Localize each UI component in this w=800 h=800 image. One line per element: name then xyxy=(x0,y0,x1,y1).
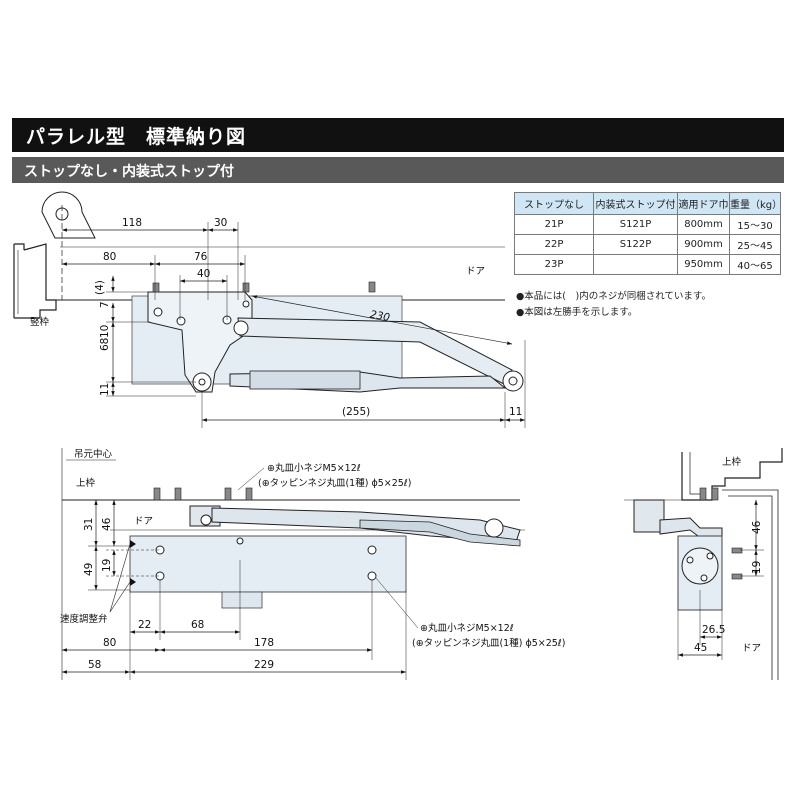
dim-31: 31 xyxy=(83,518,95,531)
side-view-dimensions xyxy=(677,500,764,660)
subheader-bar: ストップなし・内装式ストップ付 xyxy=(12,157,784,183)
dim-178: 178 xyxy=(254,637,274,649)
note-included-screws: ●本品には( )内のネジが同梱されています。 xyxy=(516,291,711,302)
top-view: 竪枠 ドア xyxy=(13,191,526,428)
dim-46: 46 xyxy=(101,517,113,531)
side-screw-studs xyxy=(699,487,719,501)
side-dim-26-5: 26.5 xyxy=(702,624,725,636)
screw-note-top-1: ⊕丸皿小ネジM5×12ℓ xyxy=(267,462,361,474)
dim-22: 22 xyxy=(138,619,151,631)
pivot-center-label: 吊元中心 xyxy=(74,448,113,460)
dim-7: 7 xyxy=(99,301,111,308)
dim-229: 229 xyxy=(254,659,274,671)
closer-body-front xyxy=(129,535,407,593)
pivot-bracket xyxy=(41,191,96,300)
side-dim-19: 19 xyxy=(751,561,763,574)
speed-valve-label: 速度調整弁 xyxy=(60,613,108,625)
side-dim-46: 46 xyxy=(751,520,763,534)
table-header-cell: 重量（kg） xyxy=(729,192,782,215)
side-pinion-circle xyxy=(681,547,719,585)
section-title: ストップなし・内装式ストップ付 xyxy=(24,164,234,180)
door-label-front: ドア xyxy=(134,516,153,527)
dim-80: 80 xyxy=(103,251,116,263)
screw-note-top-2: (⊕タッピンネジ丸皿(1種) ϕ5×25ℓ) xyxy=(258,477,411,489)
joint-circle xyxy=(198,378,206,386)
dim-58: 58 xyxy=(88,659,101,671)
dim-118: 118 xyxy=(122,217,142,229)
dim-10: 10 xyxy=(99,325,111,338)
front-joint xyxy=(200,514,212,526)
front-view: 吊元中心 上枠 ドア 速度調整弁 ⊕丸皿小ネジM5×12ℓ xyxy=(60,448,565,680)
top-frame-label: 上枠 xyxy=(76,477,96,489)
table-cell: 40～65 xyxy=(729,254,781,275)
dim-76: 76 xyxy=(194,251,208,263)
frame-label: 竪枠 xyxy=(30,316,50,328)
dim-11b: 11 xyxy=(509,406,522,418)
joint-circle xyxy=(508,376,518,386)
screw-note-bottom-2: (⊕タッピンネジ丸皿(1種) ϕ5×25ℓ) xyxy=(412,637,565,649)
spec-table: ストップなし 内装式ストップ付 適用ドア巾 重量（kg） 21P S121P 8… xyxy=(514,192,782,275)
dim-19: 19 xyxy=(101,559,113,572)
dim-80-front: 80 xyxy=(103,637,116,649)
page-title: パラレル型 標準納り図 xyxy=(26,126,247,148)
table-header-cell: ストップなし xyxy=(514,192,594,215)
side-door-label: ドア xyxy=(742,643,761,654)
dim-68-front: 68 xyxy=(191,619,204,631)
bracket-screws-front xyxy=(153,487,253,501)
table-cell: 950mm xyxy=(677,254,730,275)
screw-studs xyxy=(152,281,376,293)
dim-30: 30 xyxy=(214,217,227,229)
table-row: 23P 950mm 40～65 xyxy=(514,254,781,275)
note-left-hand: ●本図は左勝手を示します。 xyxy=(516,307,638,318)
side-top-frame-label: 上枠 xyxy=(722,456,742,468)
dim-230: 230 xyxy=(369,309,391,324)
front-view-dimensions xyxy=(62,500,407,680)
dim-40: 40 xyxy=(197,268,210,280)
side-top-frame xyxy=(681,448,783,680)
table-header-cell: 内装式ストップ付 xyxy=(593,192,678,215)
dim-11: 11 xyxy=(99,383,111,396)
vertical-frame xyxy=(13,243,57,319)
side-mount-holes xyxy=(686,552,714,582)
side-view: 上枠 46 19 26.5 45 ドア xyxy=(624,448,783,680)
side-door-screws xyxy=(731,547,743,580)
door-label: ドア xyxy=(466,266,485,277)
table-header-row: ストップなし 内装式ストップ付 適用ドア巾 重量（kg） xyxy=(514,192,782,215)
speed-valve-marks xyxy=(130,540,136,586)
body-mount-holes xyxy=(155,537,377,581)
dim-68: 68 xyxy=(99,338,111,351)
arm-rod xyxy=(249,370,361,390)
joint-circle xyxy=(233,320,249,336)
top-view-dimensions xyxy=(62,222,526,428)
side-arm xyxy=(659,517,723,537)
dim-49: 49 xyxy=(83,563,95,576)
dim-255: (255) xyxy=(342,406,370,418)
side-dim-45: 45 xyxy=(694,642,707,654)
front-joint xyxy=(484,518,504,538)
screw-note-bottom-1: ⊕丸皿小ネジM5×12ℓ xyxy=(420,622,514,634)
dim-4: (4) xyxy=(94,280,106,295)
front-forearm xyxy=(359,519,521,547)
side-bracket xyxy=(633,499,665,533)
closer-valve-block xyxy=(221,591,263,609)
header-bar: パラレル型 標準納り図 xyxy=(12,118,784,152)
